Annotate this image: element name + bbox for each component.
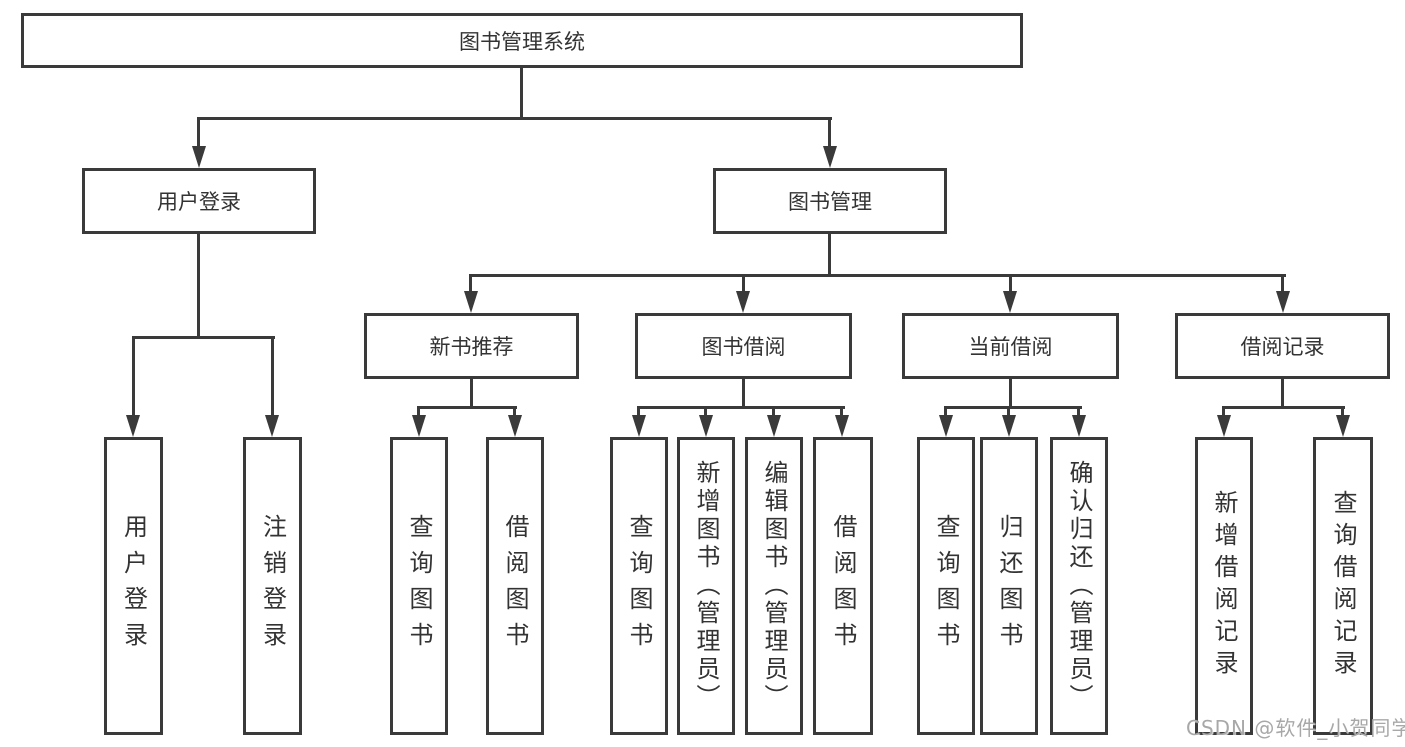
node-label: 用户登录 (119, 514, 148, 658)
leaf-logout: 注销登录 (243, 437, 302, 735)
leaf-query-books-current: 查询图书 (917, 437, 975, 735)
arrow-down-icon (265, 415, 279, 437)
connector-line (1009, 277, 1012, 295)
node-label: 新增借阅记录 (1210, 490, 1238, 682)
connector-line (1281, 277, 1284, 295)
leaf-borrow-books: 借阅图书 (813, 437, 873, 735)
connector-line (513, 409, 516, 418)
leaf-return-book: 归还图书 (980, 437, 1038, 735)
connector-line (197, 234, 200, 336)
node-label: 新增图书（管理员） (692, 460, 720, 712)
arrow-down-icon (767, 415, 781, 437)
connector-line (132, 339, 135, 417)
node-book-management: 图书管理 (713, 168, 947, 234)
node-label: 编辑图书（管理员） (760, 460, 788, 712)
leaf-query-borrow-record: 查询借阅记录 (1313, 437, 1373, 735)
connector-line (520, 68, 523, 118)
node-label: 图书借阅 (701, 335, 786, 359)
arrow-down-icon (1072, 415, 1086, 437)
node-user-login: 用户登录 (82, 168, 316, 234)
node-label: 借阅图书 (501, 514, 529, 658)
connector-line (469, 274, 1286, 277)
node-label: 用户登录 (157, 190, 241, 214)
connector-line (271, 339, 274, 417)
leaf-add-book-admin: 新增图书（管理员） (677, 437, 735, 735)
leaf-borrow-books-recommend: 借阅图书 (486, 437, 544, 735)
arrow-down-icon (1217, 415, 1231, 437)
node-label: 查询图书 (625, 514, 653, 658)
connector-line (469, 277, 472, 295)
connector-line (1222, 409, 1225, 418)
connector-line (944, 406, 1082, 409)
arrow-down-icon (1003, 291, 1017, 313)
node-label: 图书管理系统 (459, 29, 585, 54)
node-label: 注销登录 (258, 514, 287, 658)
arrow-down-icon (823, 146, 837, 168)
arrow-down-icon (736, 291, 750, 313)
arrow-down-icon (699, 415, 713, 437)
csdn-watermark: CSDN @软件_小贺同学 (1186, 716, 1405, 740)
node-borrow-records: 借阅记录 (1175, 313, 1390, 379)
node-label: 确认归还（管理员） (1065, 460, 1093, 712)
connector-line (637, 406, 845, 409)
connector-line (1281, 379, 1284, 409)
leaf-confirm-return-admin: 确认归还（管理员） (1050, 437, 1108, 735)
node-label: 借阅记录 (1240, 335, 1325, 359)
connector-line (742, 379, 745, 409)
arrow-down-icon (464, 291, 478, 313)
connector-line (772, 409, 775, 418)
node-label: 查询借阅记录 (1329, 490, 1357, 682)
node-current-borrow: 当前借阅 (902, 313, 1119, 379)
node-book-borrow: 图书借阅 (635, 313, 852, 379)
node-library-system: 图书管理系统 (21, 13, 1023, 68)
node-label: 查询图书 (405, 514, 433, 658)
connector-line (944, 409, 947, 418)
connector-line (197, 117, 832, 120)
node-new-book-recommend: 新书推荐 (364, 313, 579, 379)
connector-line (742, 277, 745, 295)
leaf-query-books-recommend: 查询图书 (390, 437, 448, 735)
arrow-down-icon (126, 415, 140, 437)
leaf-query-books-borrow: 查询图书 (610, 437, 668, 735)
node-label: 归还图书 (995, 514, 1023, 658)
arrow-down-icon (508, 415, 522, 437)
leaf-edit-book-admin: 编辑图书（管理员） (745, 437, 803, 735)
connector-line (840, 409, 843, 418)
connector-line (1077, 409, 1080, 418)
node-label: 图书管理 (788, 190, 872, 214)
connector-line (637, 409, 640, 418)
arrow-down-icon (1336, 415, 1350, 437)
connector-line (1341, 409, 1344, 418)
connector-line (417, 409, 420, 418)
connector-line (1007, 409, 1010, 418)
leaf-add-borrow-record: 新增借阅记录 (1195, 437, 1253, 735)
connector-line (828, 120, 831, 148)
node-label: 借阅图书 (829, 514, 857, 658)
connector-line (1009, 379, 1012, 409)
connector-line (197, 120, 200, 148)
connector-line (132, 336, 275, 339)
connector-line (417, 406, 517, 409)
arrow-down-icon (835, 415, 849, 437)
connector-line (828, 234, 831, 274)
connector-line (1222, 406, 1345, 409)
node-label: 当前借阅 (968, 335, 1053, 359)
node-label: 查询图书 (932, 514, 960, 658)
arrow-down-icon (192, 146, 206, 168)
node-label: 新书推荐 (429, 335, 514, 359)
arrow-down-icon (632, 415, 646, 437)
connector-line (470, 379, 473, 409)
arrow-down-icon (939, 415, 953, 437)
leaf-user-login: 用户登录 (104, 437, 163, 735)
connector-line (704, 409, 707, 418)
arrow-down-icon (412, 415, 426, 437)
arrow-down-icon (1276, 291, 1290, 313)
arrow-down-icon (1002, 415, 1016, 437)
